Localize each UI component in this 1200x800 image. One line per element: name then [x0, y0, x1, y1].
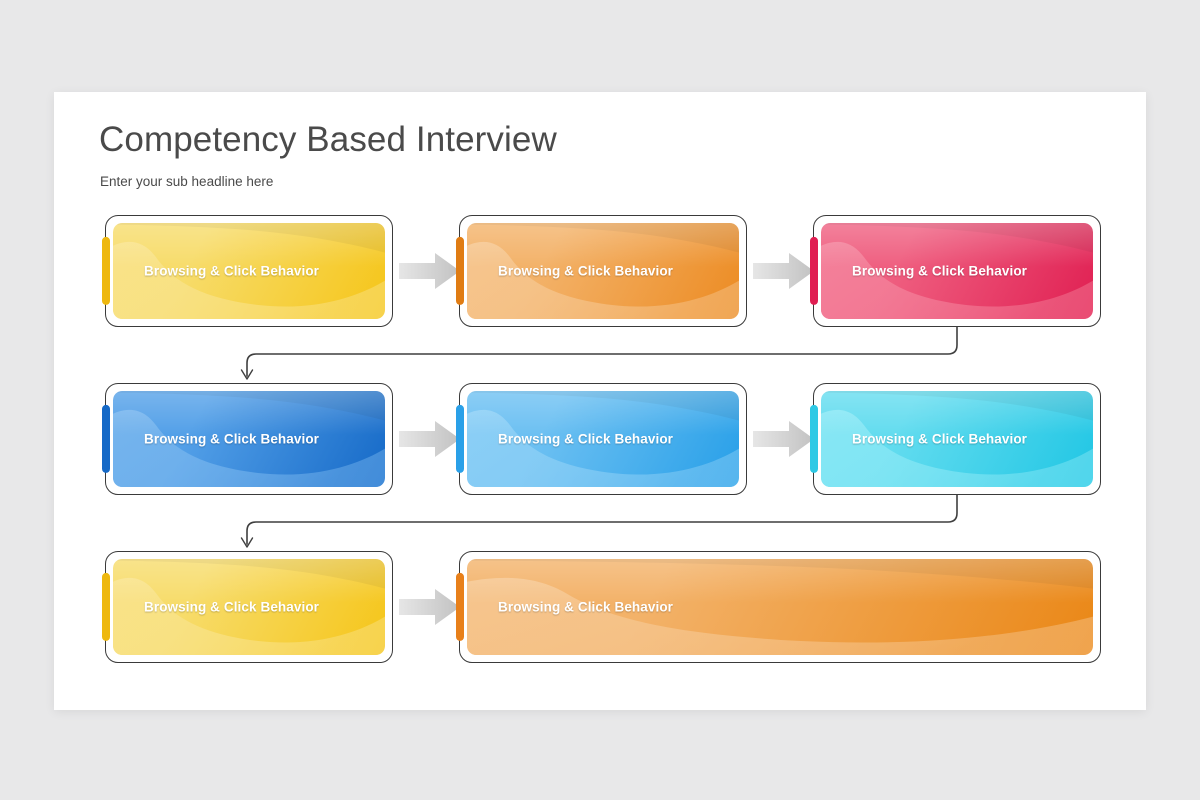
connector-row1-row2 [234, 324, 974, 386]
card-accent-bar [810, 404, 818, 474]
card-wave [821, 391, 1093, 487]
flow-arrow-right [399, 252, 461, 290]
card-label: Browsing & Click Behavior [144, 431, 320, 447]
card-wave [467, 223, 739, 319]
flow-arrow-right [753, 252, 815, 290]
card-accent-bar [102, 572, 110, 642]
card-wave [113, 223, 385, 319]
process-flow-diagram: Browsing & Click Behavior Browsin [54, 92, 1146, 710]
card-label: Browsing & Click Behavior [498, 599, 674, 615]
card-accent-bar [810, 236, 818, 306]
card-accent-bar [456, 236, 464, 306]
flow-arrow-right [753, 420, 815, 458]
card-wave [113, 391, 385, 487]
card-accent-bar [456, 404, 464, 474]
process-card-r1-c2[interactable]: Browsing & Click Behavior [456, 215, 747, 327]
flow-arrow-right [399, 588, 461, 626]
process-card-r1-c1[interactable]: Browsing & Click Behavior [102, 215, 393, 327]
flow-arrow-right [399, 420, 461, 458]
card-label: Browsing & Click Behavior [852, 263, 1028, 279]
process-card-r3-c2[interactable]: Browsing & Click Behavior [456, 551, 1101, 663]
card-label: Browsing & Click Behavior [144, 599, 320, 615]
card-wave [467, 559, 1093, 655]
connector-row2-row3 [234, 492, 974, 554]
process-card-r3-c1[interactable]: Browsing & Click Behavior [102, 551, 393, 663]
process-card-r1-c3[interactable]: Browsing & Click Behavior [810, 215, 1101, 327]
card-label: Browsing & Click Behavior [144, 263, 320, 279]
slide-canvas: Competency Based Interview Enter your su… [54, 92, 1146, 710]
card-label: Browsing & Click Behavior [498, 431, 674, 447]
page-subtitle: Enter your sub headline here [100, 174, 274, 189]
card-accent-bar [102, 404, 110, 474]
card-wave [113, 559, 385, 655]
card-accent-bar [456, 572, 464, 642]
card-wave [467, 391, 739, 487]
card-label: Browsing & Click Behavior [498, 263, 674, 279]
card-accent-bar [102, 236, 110, 306]
process-card-r2-c1[interactable]: Browsing & Click Behavior [102, 383, 393, 495]
page-title: Competency Based Interview [99, 120, 557, 159]
card-wave [821, 223, 1093, 319]
process-card-r2-c3[interactable]: Browsing & Click Behavior [810, 383, 1101, 495]
card-label: Browsing & Click Behavior [852, 431, 1028, 447]
process-card-r2-c2[interactable]: Browsing & Click Behavior [456, 383, 747, 495]
